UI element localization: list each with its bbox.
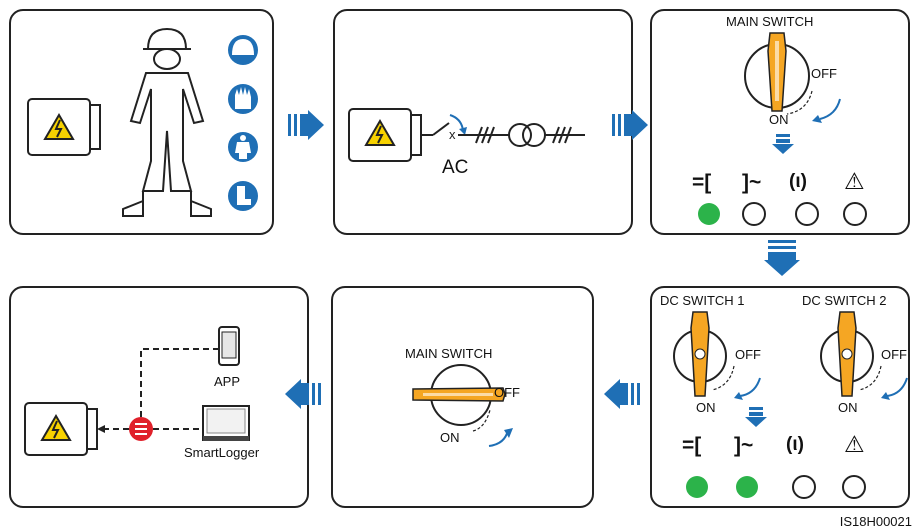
ppe-illustration: [27, 27, 258, 217]
phone-icon: [218, 326, 240, 366]
indicator-ac: ]~: [742, 171, 762, 194]
off-label: OFF: [811, 66, 837, 81]
arrow-down-small-icon: [745, 407, 767, 427]
panel-monitoring: APP SmartLogger: [9, 286, 309, 508]
inverter-icon: [27, 98, 101, 156]
worker-icon: [122, 27, 212, 217]
inverter-icon: [348, 108, 422, 162]
led-2: [742, 202, 766, 226]
smartlogger-label: SmartLogger: [184, 445, 260, 460]
indicator-alarm: ⚠: [844, 168, 865, 194]
monitoring-illustration: [24, 326, 250, 456]
indicator-dc: =[: [692, 171, 712, 194]
dc2-off-label: OFF: [881, 347, 907, 362]
arrow-right-2: [612, 110, 648, 140]
led-1: [698, 203, 720, 225]
panel-ppe: [9, 9, 274, 235]
arrow-right-1: [288, 110, 324, 140]
dc-switch-1-title: DC SWITCH 1: [660, 293, 745, 308]
ac-circuit-illustration: x: [348, 108, 585, 162]
led-1: [686, 476, 708, 498]
dc-switch-icons: [673, 311, 908, 427]
on-label: ON: [769, 112, 789, 127]
arrow-left-2: [604, 379, 640, 409]
indicator-comm: (ι): [786, 434, 804, 455]
dc-switch-2-icon: [820, 311, 908, 400]
inverter-icon: [24, 402, 98, 456]
gateway-icon: [129, 417, 153, 441]
led-4: [843, 202, 867, 226]
helmet-icon: [228, 35, 258, 65]
indicator-comm: (ι): [789, 171, 807, 192]
indicator-alarm: ⚠: [844, 431, 865, 457]
dc-switch-2-title: DC SWITCH 2: [802, 293, 887, 308]
led-row: [698, 202, 867, 226]
ac-label: AC: [442, 157, 469, 178]
dc1-off-label: OFF: [735, 347, 761, 362]
main-switch-vertical-icon: [744, 32, 841, 154]
suit-icon: [228, 132, 258, 162]
indicator-ac: ]~: [734, 434, 754, 457]
dc-switch-1-icon: [673, 311, 761, 400]
panel-main-switch-off: MAIN SWITCH OFF ON: [331, 286, 594, 508]
indicator-dc: =[: [682, 434, 702, 457]
smartlogger-icon: [202, 405, 250, 441]
panel-dc-switches: DC SWITCH 1 DC SWITCH 2 OFF ON OFF ON =[: [650, 286, 910, 508]
off-label: OFF: [494, 385, 520, 400]
on-label: ON: [440, 430, 460, 445]
arrow-down: [764, 240, 800, 276]
dc1-on-label: ON: [696, 400, 716, 415]
led-2: [736, 476, 758, 498]
gloves-icon: [228, 84, 258, 114]
led-4: [842, 475, 866, 499]
arrow-left-1: [285, 379, 321, 409]
led-row: [686, 475, 866, 499]
main-switch-horizontal-icon: [412, 364, 513, 447]
main-switch-title: MAIN SWITCH: [405, 346, 493, 361]
breaker-icon: x: [421, 114, 585, 147]
figure-code: IS18H00021: [839, 514, 912, 529]
panel-ac-breaker: x AC: [333, 9, 633, 235]
panel-main-switch-on: MAIN SWITCH OFF ON =[ ]~ (ι) ⚠: [650, 9, 910, 235]
led-3: [795, 202, 819, 226]
boot-icon: [228, 181, 258, 211]
svg-text:x: x: [449, 127, 456, 142]
led-3: [792, 475, 816, 499]
dc2-on-label: ON: [838, 400, 858, 415]
main-switch-title: MAIN SWITCH: [726, 14, 814, 29]
app-label: APP: [214, 374, 241, 389]
